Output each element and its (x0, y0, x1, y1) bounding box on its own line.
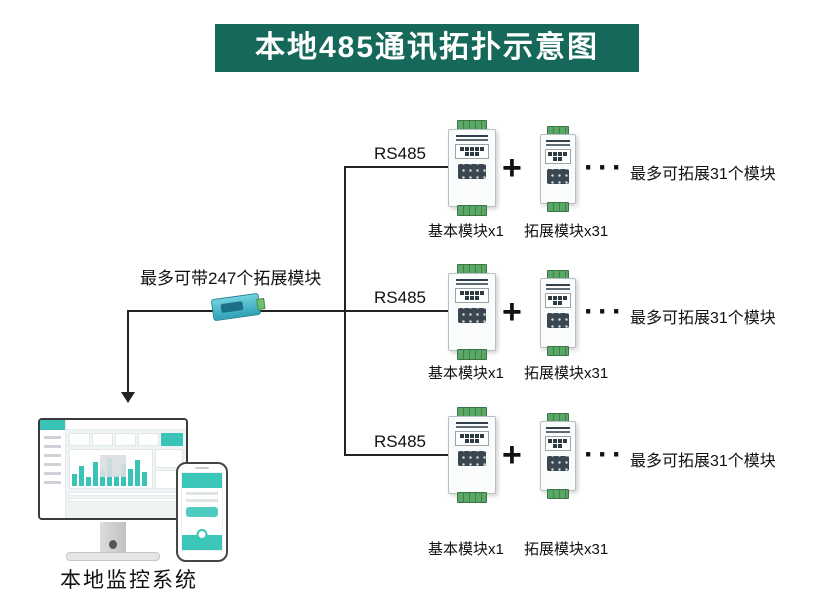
dashboard-sidebar (40, 420, 66, 518)
plus-sign: + (502, 149, 522, 187)
row-capacity-label: 最多可拓展31个模块 (630, 310, 776, 327)
phone-app-card (186, 507, 218, 517)
ellipsis: ··· (584, 295, 626, 328)
dip-switch-icon (454, 288, 490, 303)
drop-line (127, 310, 129, 394)
terminal-block-icon (547, 202, 569, 212)
connector-icon (547, 456, 569, 471)
module-print (546, 284, 570, 290)
connector-icon (547, 313, 569, 328)
dip-switch-icon (454, 431, 490, 446)
dashboard-stat-cards (69, 433, 183, 446)
module-body (448, 273, 496, 351)
module-print (455, 135, 489, 141)
phone-app-footer (182, 529, 222, 550)
row-capacity-label: 最多可拓展31个模块 (630, 453, 776, 470)
plus-sign: + (502, 293, 522, 331)
converter-terminal (256, 298, 266, 311)
chart-tooltip (100, 455, 126, 477)
base-module-icon (448, 264, 496, 360)
dip-switch-icon (545, 149, 571, 164)
dashboard-bar-chart (69, 449, 153, 489)
plus-sign: + (502, 436, 522, 474)
arrow-down-icon (121, 392, 135, 403)
phone-app-header (182, 473, 222, 488)
dip-switch-icon (545, 293, 571, 308)
module-print (455, 422, 489, 428)
base-module-label: 基本模块x1 (428, 541, 504, 558)
module-body (448, 129, 496, 207)
feed-line (128, 310, 214, 312)
monitor-illustration (38, 418, 188, 520)
hub-capacity-label: 最多可带247个拓展模块 (140, 269, 322, 288)
expansion-module-label: 拓展模块x31 (524, 365, 609, 382)
monitor-base (66, 552, 160, 561)
row-capacity-label: 最多可拓展31个模块 (630, 166, 776, 183)
dashboard-table-rows (69, 492, 183, 502)
branch-line-3 (344, 454, 448, 456)
bus-line (344, 166, 346, 456)
terminal-block-icon (457, 349, 487, 360)
terminal-block-icon (547, 346, 569, 356)
dip-switch-icon (454, 144, 490, 159)
branch-line-1 (344, 166, 448, 168)
base-module-label: 基本模块x1 (428, 223, 504, 240)
phone-app-logo-icon (196, 529, 208, 540)
dashboard-content (66, 430, 186, 518)
expansion-module-icon (540, 270, 576, 356)
phone-screen (181, 472, 223, 551)
base-module-icon (448, 120, 496, 216)
connector-icon (457, 451, 487, 466)
ellipsis: ··· (584, 151, 626, 184)
diagram-title: 本地485通讯拓扑示意图 (215, 24, 639, 72)
expansion-module-icon (540, 126, 576, 212)
phone-app-rows (182, 492, 222, 502)
monitor-brand-logo-icon (109, 540, 117, 549)
ellipsis: ··· (584, 438, 626, 471)
terminal-block-icon (457, 205, 487, 216)
terminal-block-icon (547, 489, 569, 499)
connector-icon (547, 169, 569, 184)
dip-switch-icon (545, 436, 571, 451)
branch-line-2 (256, 310, 448, 312)
connector-icon (457, 308, 487, 323)
rs485-label: RS485 (374, 144, 426, 163)
module-body (448, 416, 496, 494)
module-print (455, 279, 489, 285)
rs485-label: RS485 (374, 432, 426, 451)
module-body (540, 134, 576, 204)
connector-icon (457, 164, 487, 179)
module-body (540, 421, 576, 491)
base-module-icon (448, 407, 496, 503)
module-print (546, 140, 570, 146)
rs485-label: RS485 (374, 288, 426, 307)
phone-speaker (195, 467, 209, 469)
expansion-module-icon (540, 413, 576, 499)
module-print (546, 427, 570, 433)
usb-rs485-converter-icon (210, 291, 266, 323)
dashboard-logo (40, 420, 65, 430)
terminal-block-icon (457, 492, 487, 503)
expansion-module-label: 拓展模块x31 (524, 541, 609, 558)
base-module-label: 基本模块x1 (428, 365, 504, 382)
phone-illustration (176, 462, 228, 562)
monitor-system-label: 本地监控系统 (60, 569, 198, 592)
expansion-module-label: 拓展模块x31 (524, 223, 609, 240)
dashboard-topbar (66, 420, 186, 430)
module-body (540, 278, 576, 348)
